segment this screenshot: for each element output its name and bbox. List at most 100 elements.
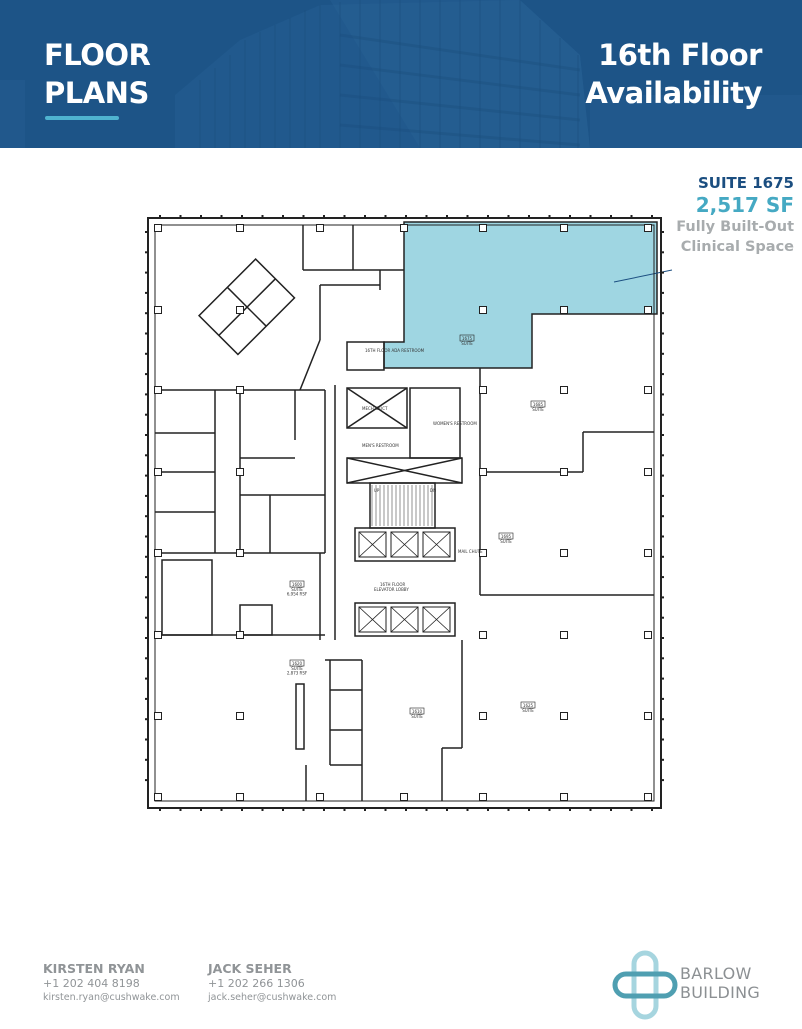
suite-label-text: SUITE	[291, 587, 303, 592]
suite-number: 1620	[292, 661, 303, 666]
suite-number: 1695	[501, 534, 512, 539]
barlow-building-logo-icon	[612, 950, 678, 1020]
floor-plan: 1675SUITE1685SUITE1695SUITE1600SUITE6,95…	[145, 215, 673, 811]
mens-restroom-label: MEN'S RESTROOM	[362, 443, 399, 448]
elevator-cross	[390, 531, 419, 558]
structural-column	[644, 793, 652, 801]
callout-suite-area: 2,517 SF	[695, 193, 794, 217]
structural-column	[560, 468, 568, 476]
suite-number-box	[409, 707, 425, 715]
header-banner: FLOOR PLANS 16th Floor Availability	[0, 0, 802, 148]
structural-column	[154, 224, 162, 232]
suite-1675-highlight[interactable]	[383, 221, 658, 369]
structural-column	[400, 793, 408, 801]
stair-dn-label: DN	[430, 488, 436, 493]
structural-column	[560, 224, 568, 232]
structural-column	[154, 793, 162, 801]
structural-column	[154, 468, 162, 476]
ada-restroom-label: 16TH FLOOR ADA RESTROOM	[365, 348, 425, 353]
section-title-line1: FLOOR	[44, 38, 151, 72]
logo-text: BARLOW BUILDING	[680, 964, 760, 1002]
structural-column	[479, 306, 487, 314]
structural-column	[560, 793, 568, 801]
structural-column	[154, 549, 162, 557]
page-title-line2: Availability	[585, 76, 762, 110]
suite-number-box	[289, 580, 305, 588]
elevator-cross	[422, 531, 451, 558]
structural-column	[479, 468, 487, 476]
contact-email[interactable]: kirsten.ryan@cushwake.com	[43, 992, 180, 1003]
section-title-line2: PLANS	[44, 76, 149, 110]
section-title: FLOOR PLANS	[44, 36, 151, 112]
elevator-lobby-label-line2: ELEVATOR LOBBY	[374, 587, 409, 592]
structural-column	[644, 631, 652, 639]
page-title-line1: 16th Floor	[598, 38, 762, 72]
structural-column	[236, 712, 244, 720]
suite-number: 1685	[533, 402, 544, 407]
structural-column	[560, 549, 568, 557]
suite-label-text: SUITE	[291, 666, 303, 671]
structural-column	[644, 712, 652, 720]
mech-duct-label: MECH. DUCT	[362, 406, 388, 411]
suite-number-box	[530, 400, 546, 408]
suite-number: 1625	[523, 703, 534, 708]
logo-line1: BARLOW	[680, 964, 752, 983]
page-title: 16th Floor Availability	[585, 36, 762, 112]
suite-label-text: SUITE	[532, 407, 544, 412]
elevator-car	[422, 606, 451, 633]
structural-column	[479, 793, 487, 801]
suite-label-text: SUITE	[522, 708, 534, 713]
elevator-car	[358, 531, 387, 558]
contact-phone[interactable]: +1 202 404 8198	[43, 977, 140, 990]
structural-column	[236, 224, 244, 232]
structural-column	[400, 224, 408, 232]
suite-number: 1610	[412, 709, 423, 714]
elevator-car	[390, 531, 419, 558]
structural-column	[560, 631, 568, 639]
structural-column	[236, 793, 244, 801]
structural-column	[154, 386, 162, 394]
structural-column	[644, 386, 652, 394]
callout-suite-number: SUITE 1675	[697, 174, 794, 192]
suite-area: 6,954 RSF	[287, 592, 308, 597]
title-underline	[45, 116, 119, 120]
suite-area: 2,873 RSF	[287, 671, 308, 676]
contact-phone[interactable]: +1 202 266 1306	[208, 977, 305, 990]
contact-card: JACK SEHER +1 202 266 1306 jack.seher@cu…	[208, 961, 336, 1004]
structural-column	[316, 224, 324, 232]
elevator-cross	[358, 531, 387, 558]
elevator-car	[358, 606, 387, 633]
suite-number-box	[498, 532, 514, 540]
logo-line2: BUILDING	[680, 983, 761, 1002]
elevator-cross	[422, 606, 451, 633]
callout-description-line2: Clinical Space	[680, 239, 794, 255]
suite-number: 1675	[462, 336, 473, 341]
stair-up-label: UP	[374, 488, 380, 493]
elevator-lobby-label-line1: 16TH FLOOR	[380, 582, 405, 587]
elevator-cross	[358, 606, 387, 633]
suite-label-text: SUITE	[500, 539, 512, 544]
contact-email[interactable]: jack.seher@cushwake.com	[208, 992, 337, 1003]
suite-label-text: SUITE	[461, 341, 473, 346]
structural-column	[236, 631, 244, 639]
structural-column	[316, 793, 324, 801]
structural-column	[236, 549, 244, 557]
structural-column	[479, 386, 487, 394]
contact-name: JACK SEHER	[208, 961, 292, 976]
elevator-cross	[390, 606, 419, 633]
structural-column	[479, 631, 487, 639]
elevator-car	[422, 531, 451, 558]
contact-card: KIRSTEN RYAN +1 202 404 8198 kirsten.rya…	[43, 961, 180, 1004]
structural-column	[479, 549, 487, 557]
structural-column	[154, 306, 162, 314]
callout-description-line1: Fully Built-Out	[676, 219, 794, 235]
building-photo-background	[0, 0, 802, 148]
suite-number-box	[459, 334, 475, 342]
